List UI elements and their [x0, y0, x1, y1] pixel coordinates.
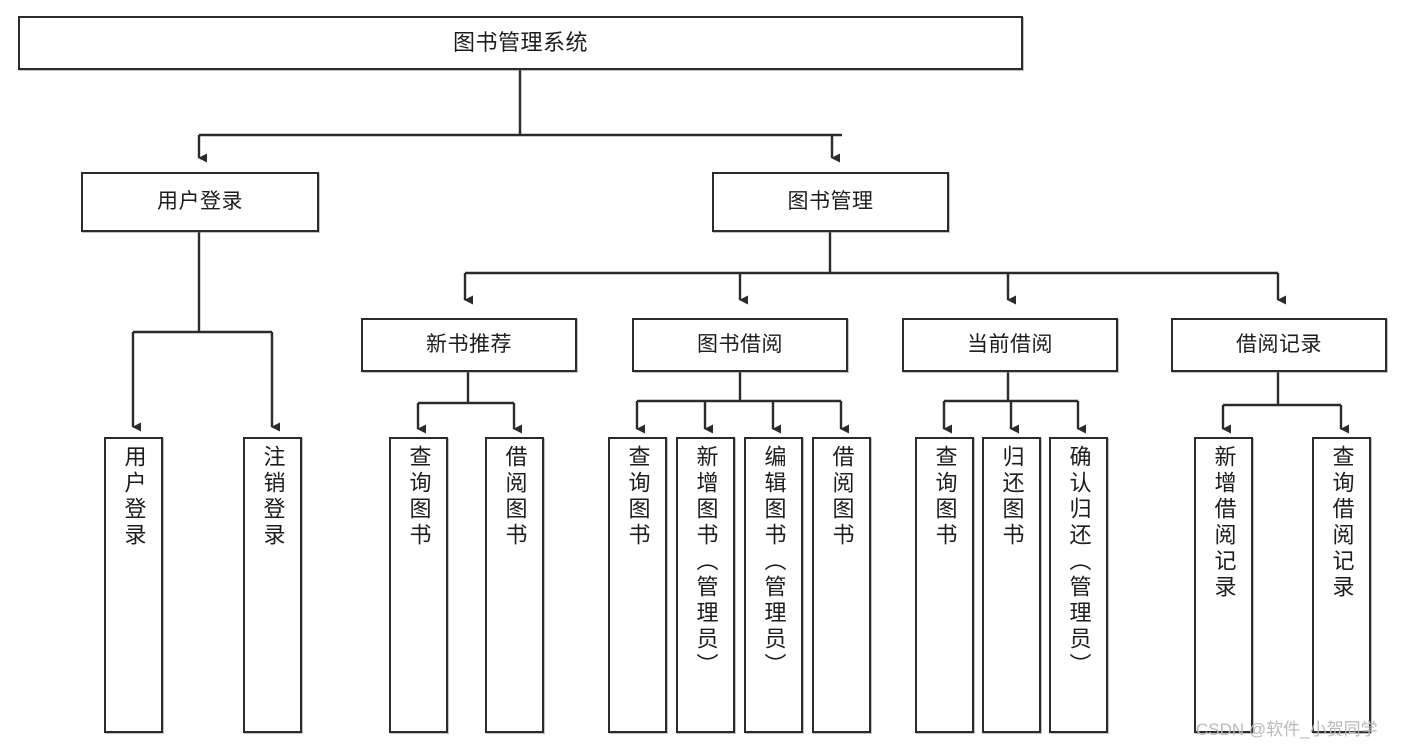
node-label: 注销登录: [260, 445, 286, 549]
node-book-borrow[interactable]: 图书借阅: [632, 318, 848, 372]
leaf-query-book-recommend[interactable]: 查询图书: [389, 437, 448, 733]
node-label: 借阅图书: [502, 445, 528, 549]
node-label: 图书借阅: [697, 332, 783, 356]
node-label: 新书推荐: [426, 332, 512, 356]
node-label: 查询借阅记录: [1329, 445, 1355, 601]
node-label: 新增图书（管理员）: [693, 445, 719, 679]
leaf-edit-book-admin[interactable]: 编辑图书（管理员）: [744, 437, 803, 733]
leaf-add-book-admin[interactable]: 新增图书（管理员）: [676, 437, 735, 733]
leaf-return-book[interactable]: 归还图书: [982, 437, 1041, 733]
leaf-logout-login[interactable]: 注销登录: [243, 437, 302, 733]
node-root-system[interactable]: 图书管理系统: [18, 16, 1023, 70]
node-label: 新增借阅记录: [1211, 445, 1237, 601]
node-user-login[interactable]: 用户登录: [81, 172, 319, 232]
node-label: 当前借阅: [967, 332, 1053, 356]
node-label: 查询图书: [932, 445, 958, 549]
leaf-user-login[interactable]: 用户登录: [104, 437, 163, 733]
node-label: 图书管理系统: [452, 30, 588, 56]
watermark-text: CSDN @软件_小贺同学: [1196, 720, 1378, 739]
leaf-query-borrow-record[interactable]: 查询借阅记录: [1312, 437, 1371, 733]
leaf-confirm-return-admin[interactable]: 确认归还（管理员）: [1049, 437, 1108, 733]
node-borrow-record[interactable]: 借阅记录: [1171, 318, 1387, 372]
node-label: 图书管理: [787, 189, 874, 213]
node-label: 借阅记录: [1236, 332, 1322, 356]
node-label: 用户登录: [157, 189, 243, 213]
leaf-borrow-book-recommend[interactable]: 借阅图书: [485, 437, 544, 733]
node-current-borrow[interactable]: 当前借阅: [902, 318, 1118, 372]
node-label: 确认归还（管理员）: [1066, 445, 1092, 679]
leaf-add-borrow-record[interactable]: 新增借阅记录: [1194, 437, 1253, 733]
leaf-borrow-book-borrow[interactable]: 借阅图书: [812, 437, 871, 733]
node-label: 借阅图书: [829, 445, 855, 549]
node-label: 查询图书: [406, 445, 432, 549]
node-book-manage[interactable]: 图书管理: [712, 172, 949, 232]
node-label: 用户登录: [121, 445, 147, 549]
node-label: 查询图书: [625, 445, 651, 549]
leaf-query-book-borrow[interactable]: 查询图书: [608, 437, 667, 733]
leaf-query-book-current[interactable]: 查询图书: [915, 437, 974, 733]
node-new-book-recommend[interactable]: 新书推荐: [361, 318, 577, 372]
node-label: 归还图书: [999, 445, 1025, 549]
node-label: 编辑图书（管理员）: [761, 445, 787, 679]
